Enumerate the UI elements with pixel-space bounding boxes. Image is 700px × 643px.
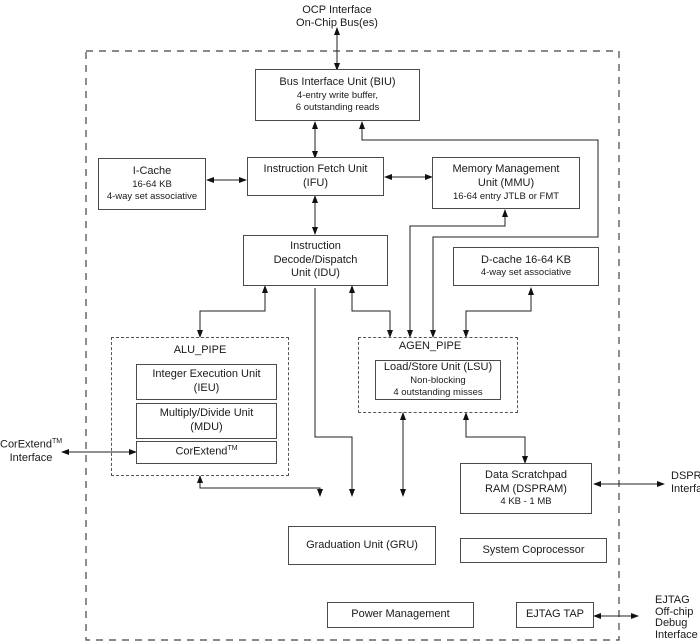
arrow-mmu-agen — [407, 209, 508, 338]
arrow-agen-dspram — [463, 412, 528, 464]
idu-block: Instruction Decode/Dispatch Unit (IDU) — [243, 235, 388, 286]
biu-block: Bus Interface Unit (BIU) 4-entry write b… — [255, 69, 420, 121]
system-coprocessor-block: System Coprocessor — [460, 538, 607, 563]
dcache-block: D-cache 16-64 KB 4-way set associative — [453, 247, 599, 286]
mmu-block: Memory Management Unit (MMU) 16-64 entry… — [432, 157, 580, 209]
corextend-interface-label: CorExtendTM Interface — [0, 438, 63, 464]
ifu-block: Instruction Fetch Unit (IFU) — [247, 157, 384, 196]
lsu-block: Load/Store Unit (LSU) Non-blocking 4 out… — [375, 360, 501, 400]
gru-block: Graduation Unit (GRU) — [288, 526, 436, 565]
ejtag-interface-label: EJTAG Off-chip Debug Interface — [655, 594, 698, 641]
arrow-biu-agen — [359, 121, 599, 338]
corextend-block: CorExtendTM — [136, 441, 277, 464]
arrow-dcache-agen — [463, 287, 534, 338]
alu-pipe-label: ALU_PIPE — [173, 344, 227, 356]
ocp-interface-label: OCP Interface On-Chip Bus(es) — [296, 4, 378, 30]
agen-pipe-group — [358, 337, 518, 413]
mdu-block: Multiply/Divide Unit (MDU) — [136, 403, 277, 439]
icache-block: I-Cache 16-64 KB 4-way set associative — [98, 158, 206, 210]
core-boundary — [85, 50, 620, 641]
dspram-interface-label: DSPRAM Interface — [671, 470, 700, 496]
ejtag-tap-block: EJTAG TAP — [516, 602, 594, 628]
arrow-idu-alu — [197, 285, 268, 338]
alu-pipe-group — [111, 337, 289, 476]
ieu-block: Integer Execution Unit (IEU) — [136, 364, 277, 400]
agen-pipe-label: AGEN_PIPE — [398, 340, 462, 352]
arrow-idu-gru — [314, 288, 353, 496]
arrow-idu-agen — [349, 285, 393, 338]
dspram-block: Data Scratchpad RAM (DSPRAM) 4 KB - 1 MB — [460, 463, 592, 514]
power-management-block: Power Management — [327, 602, 474, 628]
arrow-alu-gru — [197, 475, 323, 497]
